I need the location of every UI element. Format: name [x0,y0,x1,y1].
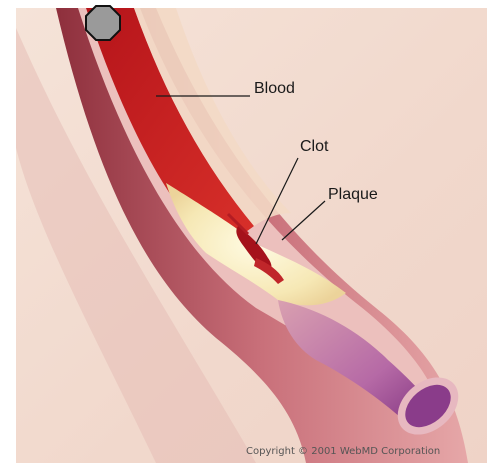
label-clot: Clot [300,138,328,156]
artery-illustration [16,8,487,463]
label-plaque: Plaque [328,186,378,204]
copyright-notice: Copyright © 2001 WebMD Corporation [246,446,440,457]
octagon-icon [84,4,122,42]
label-blood: Blood [254,80,295,98]
